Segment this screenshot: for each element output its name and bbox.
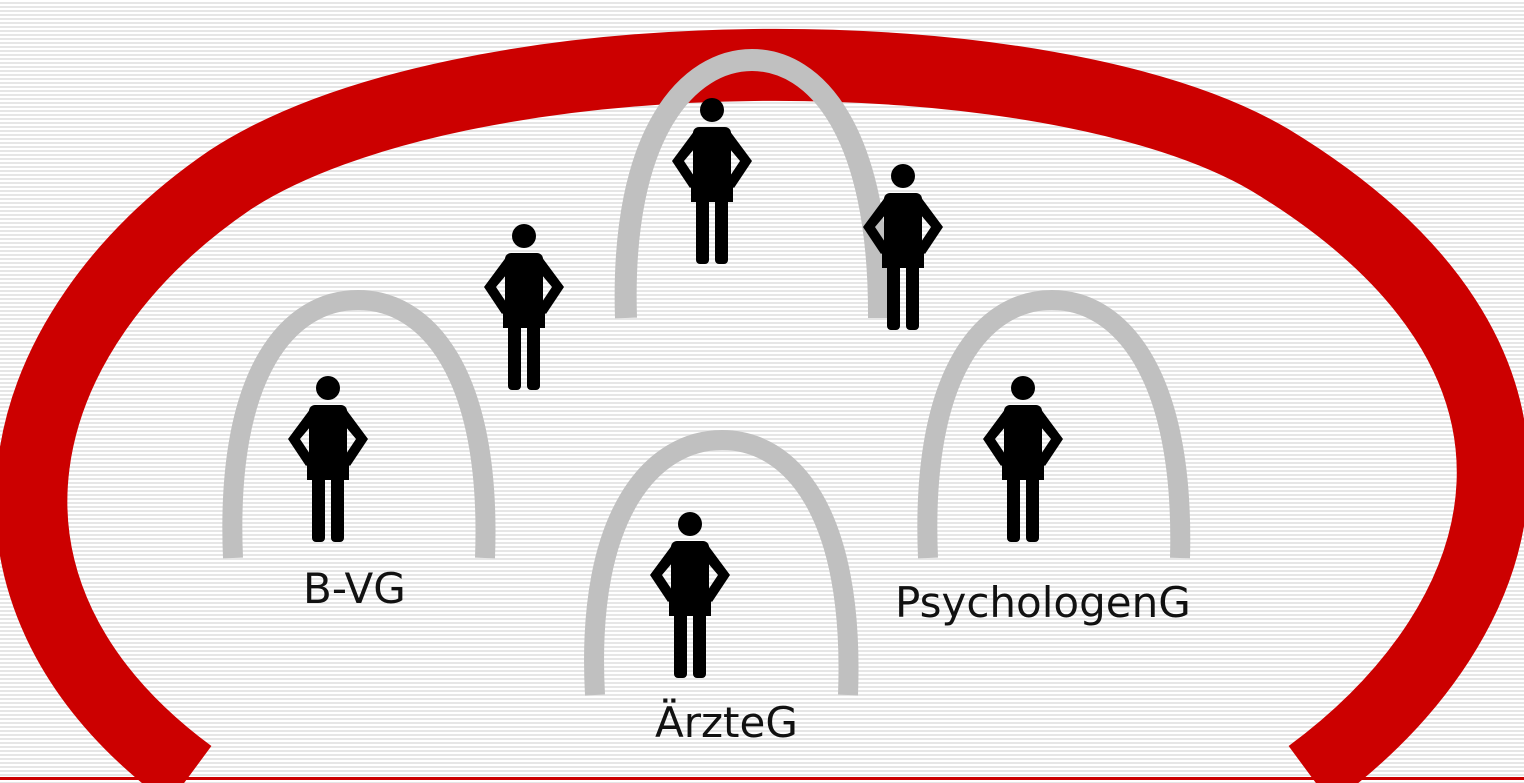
label-bvg: B-VG	[303, 564, 406, 613]
bottom-divider	[0, 777, 1524, 780]
person-icon	[484, 224, 564, 390]
person-icon	[983, 376, 1063, 542]
inner-arch-psychologen	[917, 289, 1191, 559]
person-icon	[288, 376, 368, 542]
inner-arch-aerzte	[584, 429, 859, 696]
label-psychologen: PsychologenG	[895, 578, 1191, 627]
inner-arch-bvg	[222, 289, 496, 559]
inner-arch-top	[614, 48, 891, 319]
person-icon	[672, 98, 752, 264]
person-icon	[650, 512, 730, 678]
label-aerzte: ÄrzteG	[655, 698, 798, 747]
